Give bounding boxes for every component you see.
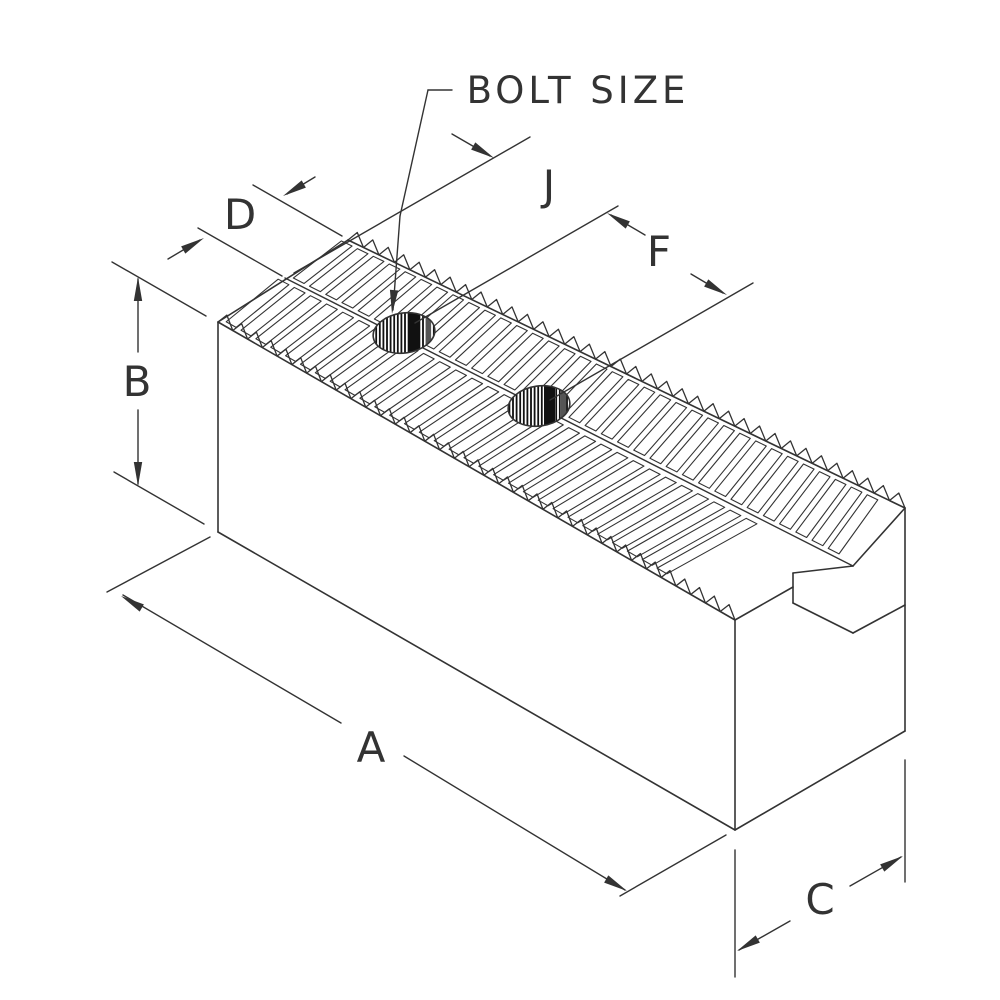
block-edges	[217, 239, 906, 831]
dim-label-d: D	[224, 190, 256, 239]
bolt-size-callout: BOLT SIZE	[467, 69, 690, 112]
bolt-hole-rear	[505, 381, 573, 431]
dim-label-f: F	[647, 227, 671, 276]
dim-label-j: J	[540, 161, 555, 210]
labels: BOLT SIZE J F D B A C	[123, 69, 835, 924]
dimension-lines	[106, 89, 906, 978]
ridge-line	[284, 277, 854, 567]
dim-label-c: C	[805, 875, 834, 924]
arrowheads	[121, 142, 903, 951]
dim-label-a: A	[357, 723, 386, 772]
dim-label-b: B	[123, 357, 152, 406]
